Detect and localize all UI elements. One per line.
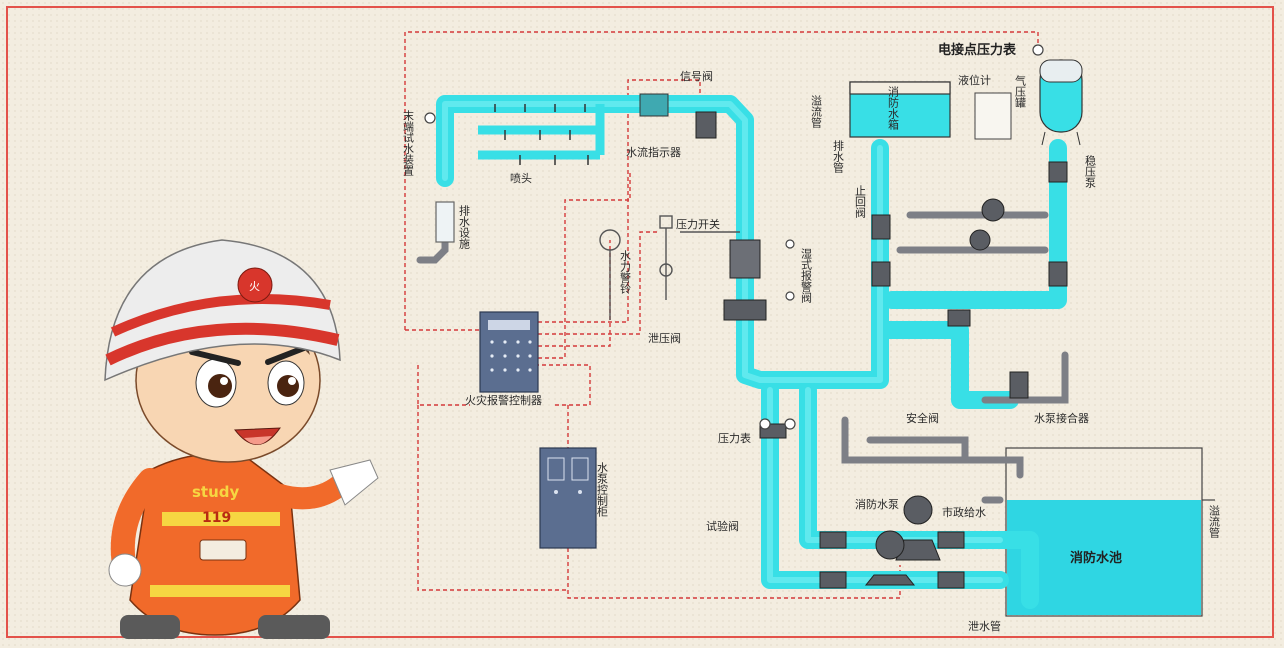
sprinkler-heads: [494, 104, 589, 165]
label-stabilizer-pump: 稳压泵: [1084, 154, 1097, 188]
label-drain-bottom: 泄水管: [968, 619, 1001, 633]
label-drain-pipe: 排水管: [832, 139, 845, 174]
pump-control-cabinet: [539, 447, 597, 549]
sprinkler-branches: [478, 104, 605, 160]
label-signal-valve: 信号阀: [680, 69, 713, 83]
gauges: [424, 44, 1044, 430]
label-electric-contact-gauge: 电接点压力表: [938, 42, 1017, 58]
label-pump-adapter: 水泵接合器: [1034, 411, 1089, 425]
label-end-test-device: 末端试水装置: [402, 109, 415, 176]
pressure-switch-assembly: [599, 215, 740, 320]
drain-funnel: [435, 201, 455, 243]
label-pump-control-cabinet: 水泵控制柜: [596, 462, 609, 518]
firefighter-mascot: study 119 火: [104, 239, 379, 639]
label-pressure-tank: 气压罐: [1014, 74, 1027, 109]
label-municipal-water: 市政给水: [942, 505, 986, 519]
valves: [639, 93, 1068, 589]
label-test-valve: 试验阀: [706, 519, 739, 533]
label-nozzle: 喷头: [510, 172, 532, 185]
label-fire-pump: 消防水泵: [855, 497, 899, 511]
fire-pumps: [864, 198, 1005, 586]
badge-number: 119: [202, 510, 231, 526]
label-check-valve: 止回阀: [854, 185, 867, 219]
label-fire-alarm-controller: 火灾报警控制器: [465, 393, 542, 407]
helmet-badge-text: 火: [249, 280, 260, 293]
fire-alarm-controller: [479, 311, 539, 393]
pressure-tank: [1039, 59, 1083, 146]
alarm-signal-lines: [404, 31, 1039, 599]
label-relief-valve-left: 泄压阀: [648, 331, 681, 345]
label-safety-valve: 安全阀: [906, 411, 939, 425]
label-pressure-gauge: 压力表: [718, 431, 751, 445]
study-text: study: [192, 483, 240, 501]
label-overflow-right: 溢流管: [1208, 504, 1221, 539]
frame-border: [6, 6, 1274, 638]
label-water-tank: 消防水箱: [887, 85, 900, 131]
label-alarm-valve: 湿式报警阀: [800, 248, 813, 304]
label-overflow-pipe: 溢流管: [810, 94, 823, 129]
label-water-alarm-bell: 水力警铃: [619, 250, 632, 295]
fire-pool: [1007, 500, 1201, 615]
water-tank: [849, 81, 951, 138]
label-pressure-switch: 压力开关: [676, 217, 720, 231]
level-control-panel: [974, 92, 1012, 140]
label-drain-facility: 排水设施: [458, 204, 471, 250]
label-water-flow-indicator: 水流指示器: [626, 145, 681, 159]
fire-pool-label: 消防水池: [1070, 550, 1122, 566]
label-level-gauge: 液位计: [958, 73, 991, 87]
